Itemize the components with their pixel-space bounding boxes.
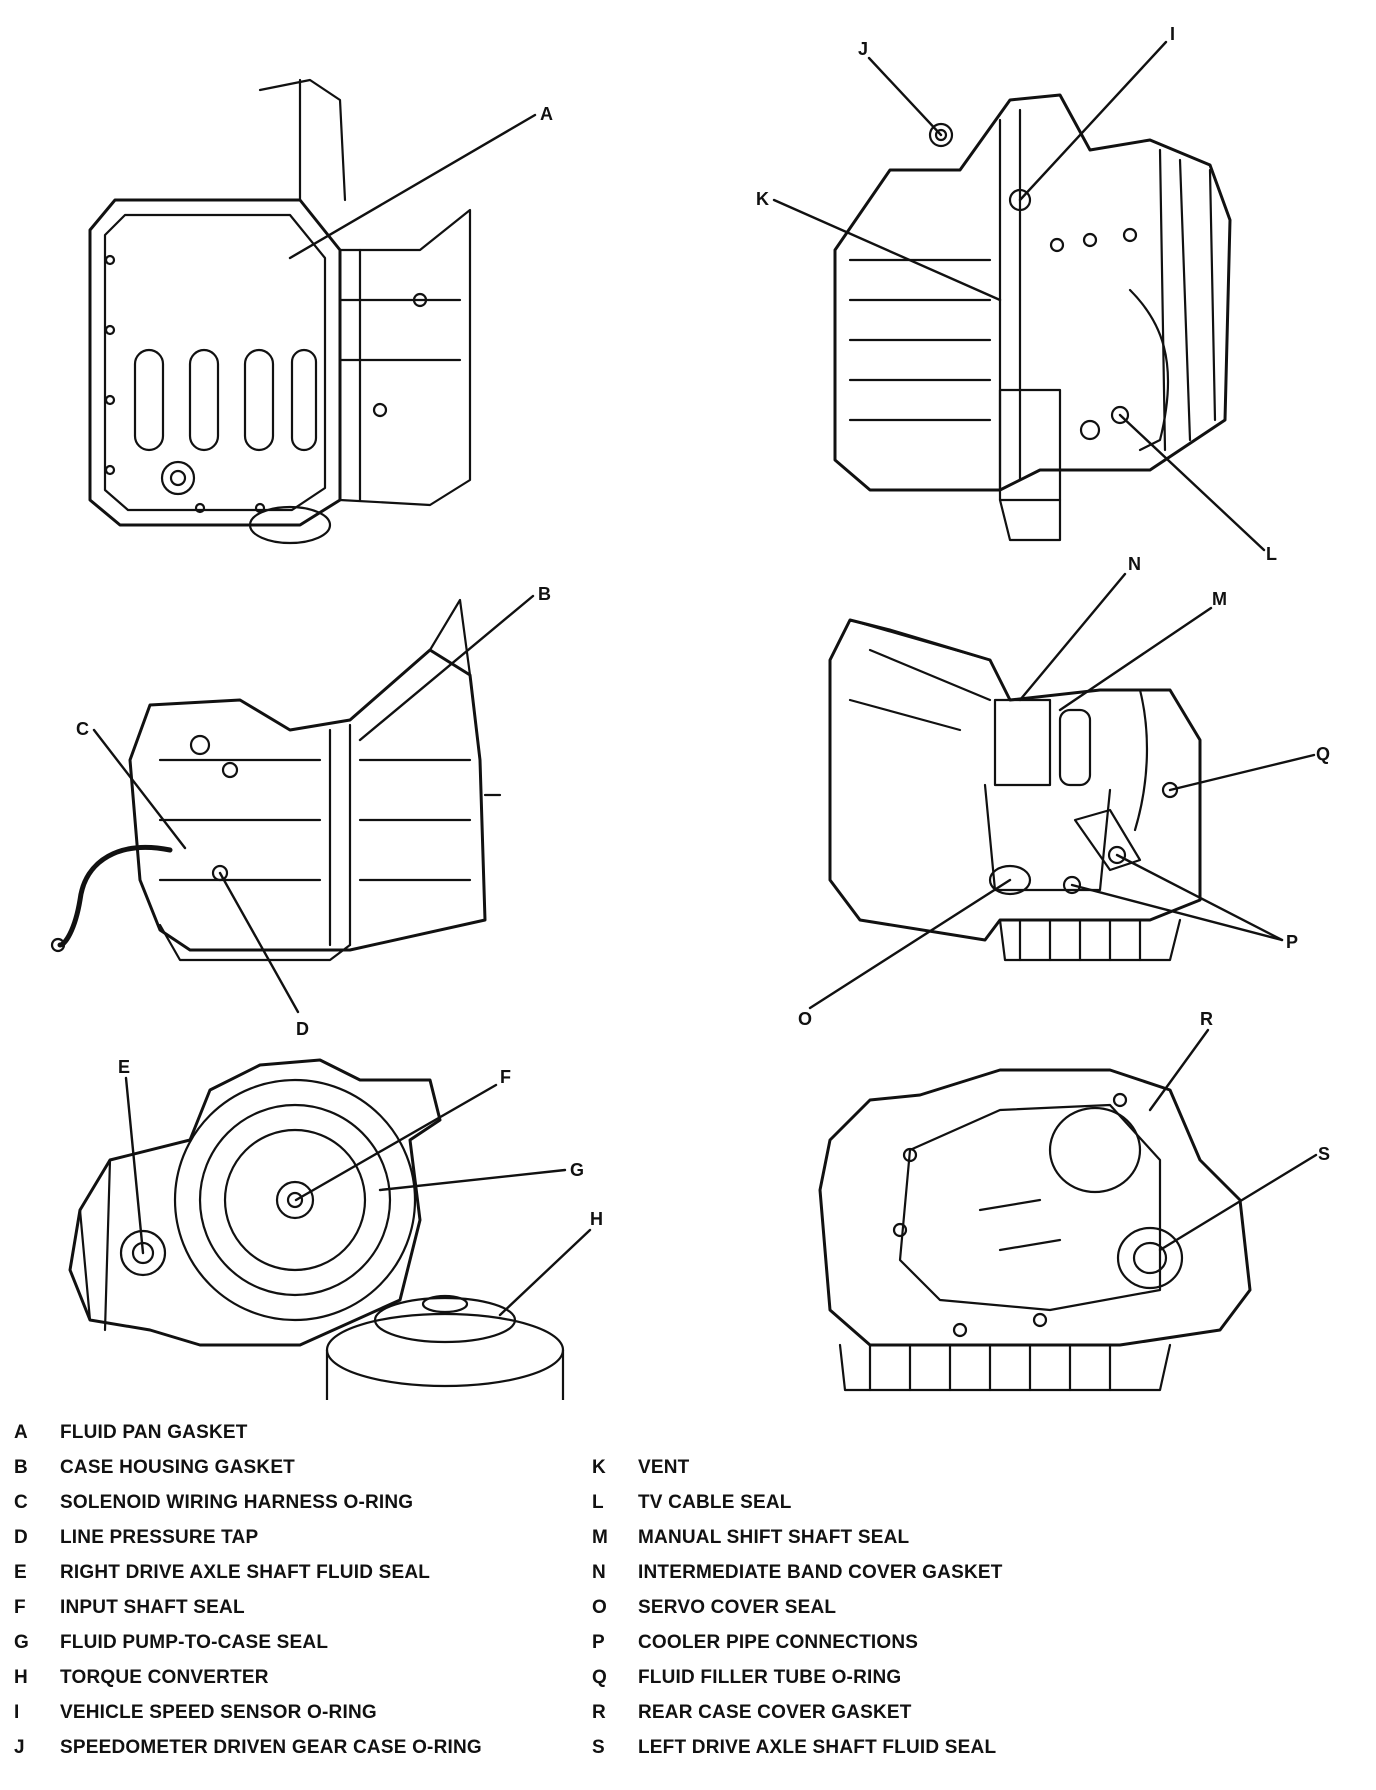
legend-key: D [14, 1527, 28, 1548]
legend-text: VENT [638, 1457, 690, 1478]
legend-key: E [14, 1562, 27, 1583]
callout-h: H [590, 1209, 603, 1229]
transaxle-seal-diagram: A B C D E F G H I J K L M N O P Q R S [50, 24, 1330, 1400]
callout-e: E [118, 1057, 130, 1077]
legend-text: INPUT SHAFT SEAL [60, 1597, 245, 1618]
legend-text: FLUID PAN GASKET [60, 1422, 248, 1443]
legend-item-c: C SOLENOID WIRING HARNESS O-RING [14, 1488, 413, 1518]
legend-key: G [14, 1632, 29, 1653]
callout-m: M [1212, 589, 1227, 609]
legend-key: O [592, 1597, 607, 1618]
legend-item-h: H TORQUE CONVERTER [14, 1663, 269, 1693]
callout-k: K [756, 189, 769, 209]
legend-item-j: J SPEEDOMETER DRIVEN GEAR CASE O-RING [14, 1733, 482, 1763]
legend-text: COOLER PIPE CONNECTIONS [638, 1632, 919, 1653]
legend-text: MANUAL SHIFT SHAFT SEAL [638, 1527, 910, 1548]
legend-key: L [592, 1492, 604, 1513]
legend-item-a: A FLUID PAN GASKET [14, 1418, 248, 1448]
callout-g: G [570, 1160, 584, 1180]
view-case-housing-side [50, 598, 502, 962]
leader-lines [92, 40, 1318, 1317]
legend-text: TORQUE CONVERTER [60, 1667, 269, 1688]
legend-key: H [14, 1667, 28, 1688]
legend-text: CASE HOUSING GASKET [60, 1457, 295, 1478]
legend-key: J [14, 1737, 25, 1758]
legend-text: REAR CASE COVER GASKET [638, 1702, 912, 1723]
legend-text: LEFT DRIVE AXLE SHAFT FLUID SEAL [638, 1737, 997, 1758]
callout-a: A [540, 104, 553, 124]
legend-text: FLUID FILLER TUBE O-RING [638, 1667, 902, 1688]
legend-text: INTERMEDIATE BAND COVER GASKET [638, 1562, 1003, 1583]
legend-text: TV CABLE SEAL [638, 1492, 792, 1513]
legend-item-b: B CASE HOUSING GASKET [14, 1453, 295, 1483]
legend-item-p: P COOLER PIPE CONNECTIONS [592, 1628, 918, 1658]
legend-text: VEHICLE SPEED SENSOR O-RING [60, 1702, 377, 1723]
legend-key: K [592, 1457, 606, 1478]
callout-f: F [500, 1067, 511, 1087]
view-rear-case-cover [818, 1068, 1252, 1392]
legend-key: N [592, 1562, 606, 1583]
callout-b: B [538, 584, 551, 604]
callout-o: O [798, 1009, 812, 1029]
legend-item-g: G FLUID PUMP-TO-CASE SEAL [14, 1628, 328, 1658]
legend-item-n: N INTERMEDIATE BAND COVER GASKET [592, 1558, 1003, 1588]
callout-p: P [1286, 932, 1298, 952]
legend-key: S [592, 1737, 605, 1758]
legend-item-l: L TV CABLE SEAL [592, 1488, 792, 1518]
view-servo-side [828, 618, 1202, 962]
callout-r: R [1200, 1009, 1213, 1029]
legend-key: F [14, 1597, 26, 1618]
legend-text: LINE PRESSURE TAP [60, 1527, 259, 1548]
legend-item-s: S LEFT DRIVE AXLE SHAFT FLUID SEAL [592, 1733, 996, 1763]
legend-key: R [592, 1702, 606, 1723]
legend-item-k: K VENT [592, 1453, 689, 1483]
callout-s: S [1318, 1144, 1330, 1164]
callout-j: J [858, 39, 868, 59]
view-fluid-pan-side [88, 78, 472, 545]
legend-key: Q [592, 1667, 607, 1688]
callout-l: L [1266, 544, 1277, 564]
legend-key: I [14, 1702, 20, 1723]
legend-item-e: E RIGHT DRIVE AXLE SHAFT FLUID SEAL [14, 1558, 430, 1588]
legend-item-f: F INPUT SHAFT SEAL [14, 1593, 245, 1623]
legend-key: B [14, 1457, 28, 1478]
callout-i: I [1170, 24, 1175, 44]
legend-item-q: Q FLUID FILLER TUBE O-RING [592, 1663, 901, 1693]
callout-q: Q [1316, 744, 1330, 764]
view-bell-housing [68, 1058, 565, 1400]
view-vent-side [833, 93, 1232, 542]
legend-key: M [592, 1527, 609, 1548]
legend-key: A [14, 1422, 28, 1443]
callout-d: D [296, 1019, 309, 1039]
legend-item-o: O SERVO COVER SEAL [592, 1593, 836, 1623]
legend-text: RIGHT DRIVE AXLE SHAFT FLUID SEAL [60, 1562, 431, 1583]
legend-text: SERVO COVER SEAL [638, 1597, 837, 1618]
legend-key: C [14, 1492, 28, 1513]
callout-c: C [76, 719, 89, 739]
legend-item-r: R REAR CASE COVER GASKET [592, 1698, 912, 1728]
legend-text: SPEEDOMETER DRIVEN GEAR CASE O-RING [60, 1737, 482, 1758]
callout-n: N [1128, 554, 1141, 574]
legend-item-m: M MANUAL SHIFT SHAFT SEAL [592, 1523, 909, 1553]
callout-labels: A B C D E F G H I J K L M N O P Q R S [76, 24, 1330, 1229]
legend-text: SOLENOID WIRING HARNESS O-RING [60, 1492, 414, 1513]
legend-item-i: I VEHICLE SPEED SENSOR O-RING [14, 1698, 377, 1728]
legend-key: P [592, 1632, 605, 1653]
legend-text: FLUID PUMP-TO-CASE SEAL [60, 1632, 329, 1653]
legend-item-d: D LINE PRESSURE TAP [14, 1523, 258, 1553]
